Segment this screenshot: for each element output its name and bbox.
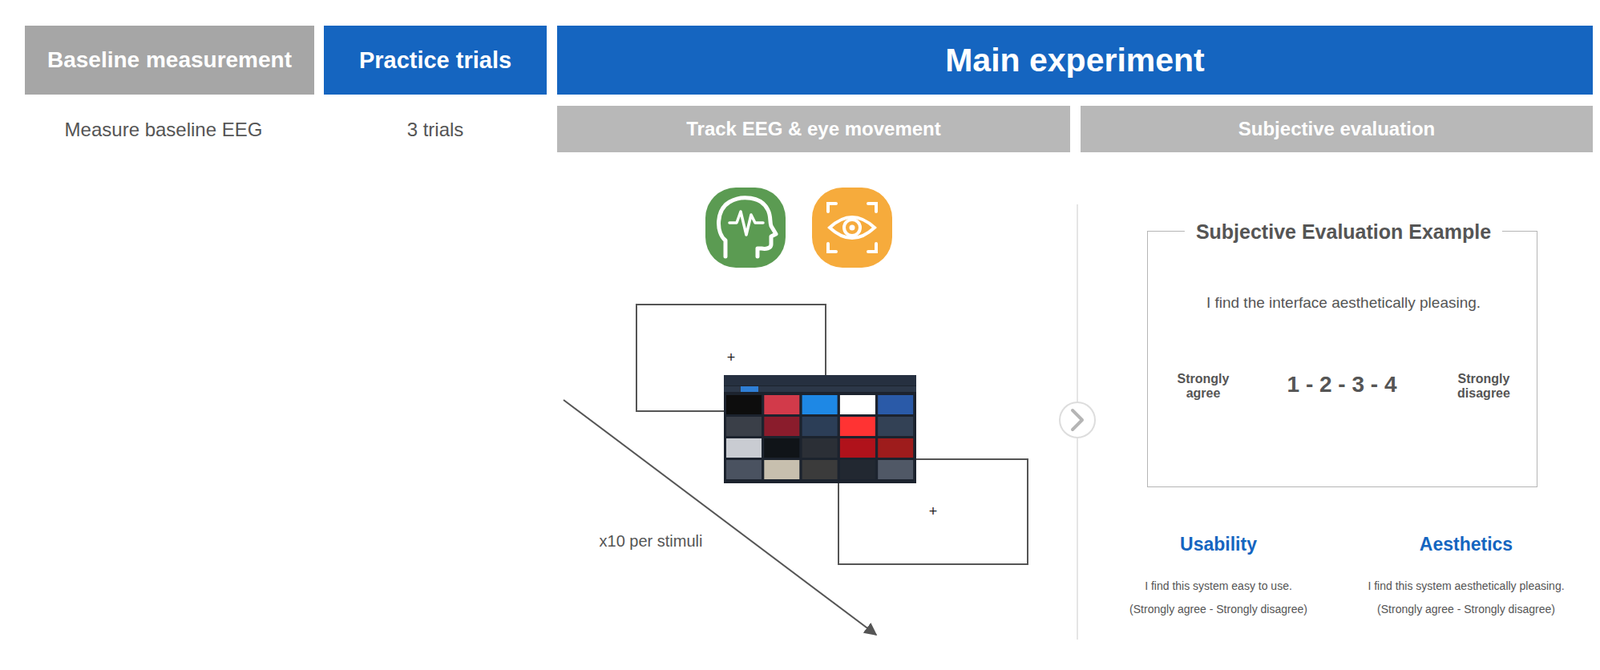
- time-arrow: [563, 400, 877, 635]
- repeat-note: x10 per stimuli: [599, 532, 704, 551]
- node-text: Practice trials: [359, 47, 512, 74]
- scale-numbers: 1 - 2 - 3 - 4: [1287, 371, 1398, 398]
- section-bar: Subjective evaluation: [1080, 105, 1593, 153]
- phase-header: Practice trials: [323, 25, 547, 95]
- fixation-screen: +: [837, 458, 1029, 566]
- node-text: Main experiment: [945, 41, 1205, 80]
- node-text: +: [727, 349, 736, 367]
- measure-heading: Aesthetics: [1419, 533, 1513, 556]
- chevron-icon: [1059, 402, 1095, 438]
- measure-heading: Usability: [1179, 533, 1257, 556]
- node-text: Baseline measurement: [47, 47, 292, 73]
- scale-text: (Strongly agree - Strongly disagree): [1129, 602, 1308, 616]
- question-text: I find the interface aesthetically pleas…: [1206, 294, 1481, 312]
- scale-anchor: Strongly disagree: [1446, 371, 1521, 402]
- scale-anchor: Strongly agree: [1166, 371, 1241, 402]
- node-text: Subjective evaluation: [1238, 117, 1435, 141]
- item-text: I find this system easy to use.: [1144, 579, 1293, 593]
- phase-note: 3 trials: [407, 118, 465, 142]
- scale-text: (Strongly agree - Strongly disagree): [1377, 602, 1556, 616]
- phase-header: Main experiment: [557, 25, 1593, 95]
- fixation-screen: +: [635, 303, 827, 413]
- node-text: +: [929, 503, 938, 521]
- eeg-icon: [705, 187, 786, 268]
- eye-tracking-icon: [812, 187, 893, 268]
- phase-note: Measure baseline EEG: [64, 118, 263, 142]
- example-title: Subjective Evaluation Example: [1184, 220, 1503, 244]
- node-text: Track EEG & eye movement: [686, 117, 941, 141]
- phase-header: Baseline measurement: [24, 25, 315, 95]
- evaluation-example-box: Subjective Evaluation ExampleI find the …: [1147, 230, 1538, 488]
- section-bar: Track EEG & eye movement: [557, 105, 1071, 153]
- item-text: I find this system aesthetically pleasin…: [1367, 579, 1564, 593]
